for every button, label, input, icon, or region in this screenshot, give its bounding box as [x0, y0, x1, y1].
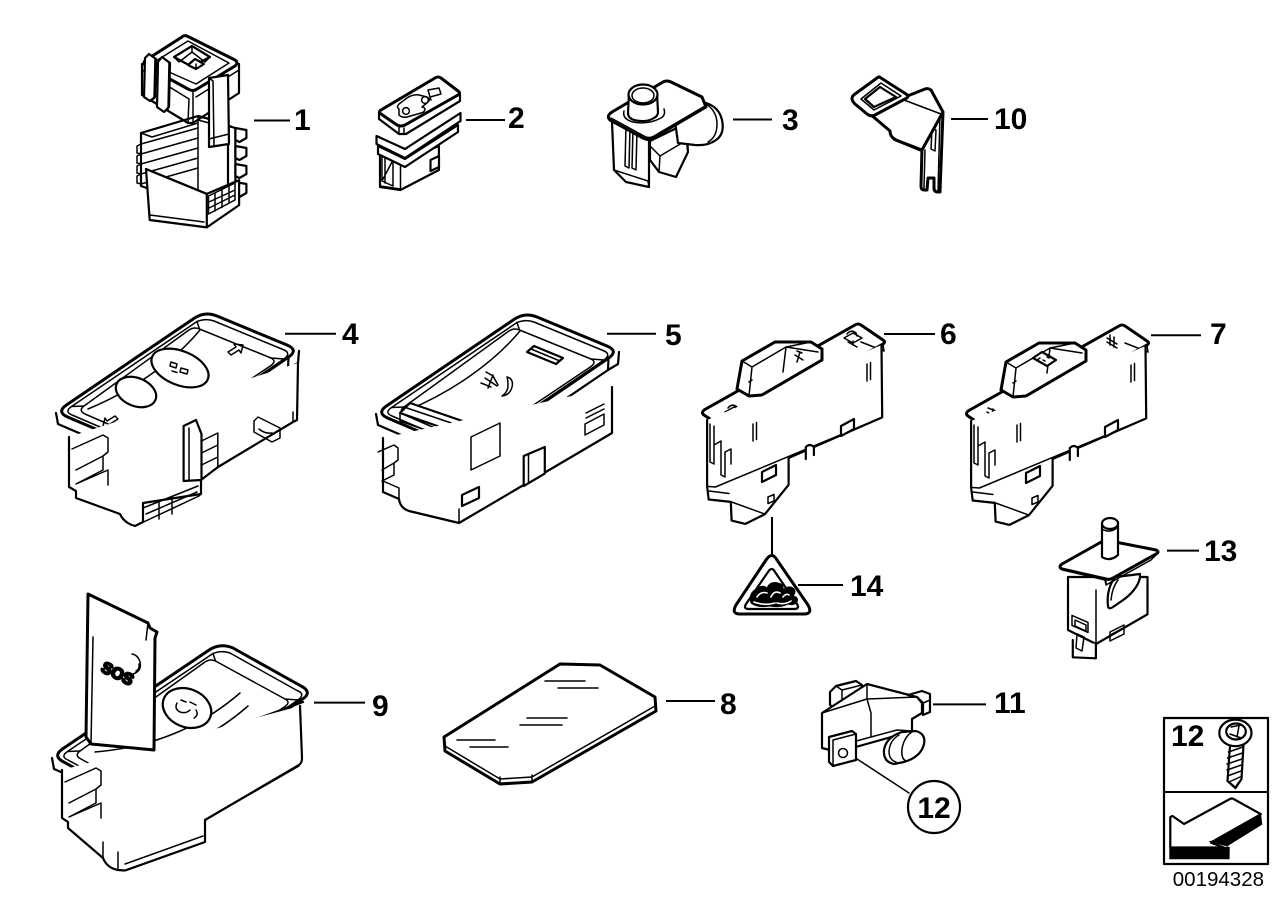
svg-text:1: 1 — [294, 104, 311, 137]
svg-text:2: 2 — [508, 102, 525, 135]
svg-text:00194328: 00194328 — [1173, 868, 1264, 891]
svg-text:11: 11 — [994, 687, 1026, 720]
svg-text:4: 4 — [342, 318, 359, 351]
svg-text:13: 13 — [1204, 535, 1237, 568]
svg-text:5: 5 — [665, 319, 682, 352]
svg-text:3: 3 — [782, 104, 799, 137]
svg-text:8: 8 — [720, 688, 737, 721]
svg-text:6: 6 — [940, 318, 957, 351]
svg-text:14: 14 — [850, 570, 884, 603]
svg-text:7: 7 — [1210, 318, 1227, 351]
svg-text:12: 12 — [1171, 720, 1204, 753]
svg-text:9: 9 — [372, 690, 389, 723]
svg-text:10: 10 — [994, 103, 1027, 136]
svg-text:12: 12 — [917, 792, 950, 825]
